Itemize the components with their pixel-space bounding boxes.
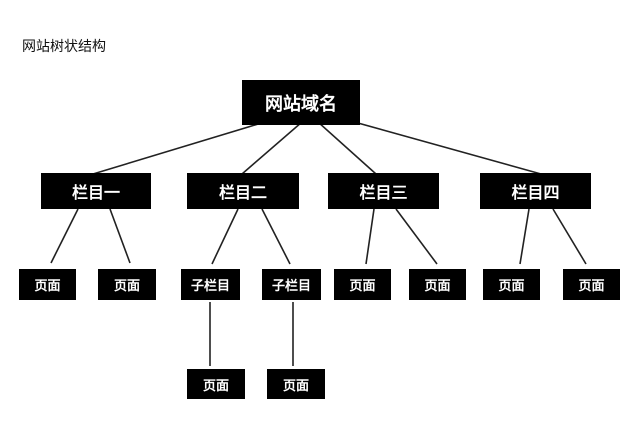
column-node-2: 栏目二 bbox=[187, 173, 299, 209]
page-node-col1-a: 页面 bbox=[19, 269, 76, 300]
column-node-1: 栏目一 bbox=[41, 173, 151, 209]
connector-col4-page1 bbox=[519, 208, 530, 265]
connector-col3-page1 bbox=[365, 208, 375, 265]
column-node-3: 栏目三 bbox=[328, 173, 439, 209]
connector-root-col1 bbox=[92, 117, 279, 175]
connector-col1-page2 bbox=[109, 208, 131, 264]
page-node-sub1: 页面 bbox=[187, 369, 245, 399]
connector-root-col2 bbox=[241, 121, 303, 175]
connector-root-col4 bbox=[339, 117, 542, 175]
connector-col2-sub1 bbox=[211, 208, 239, 265]
page-node-col3-a: 页面 bbox=[334, 269, 391, 300]
connector-root-col3 bbox=[317, 121, 377, 175]
page-node-col4-a: 页面 bbox=[483, 269, 540, 300]
page-node-col3-b: 页面 bbox=[409, 269, 466, 300]
subcolumn-node-2: 子栏目 bbox=[262, 269, 321, 300]
connector-col2-sub2 bbox=[261, 208, 291, 265]
diagram-title: 网站树状结构 bbox=[22, 39, 106, 55]
connector-col1-page1 bbox=[50, 208, 79, 264]
connector-col3-page2 bbox=[395, 208, 438, 265]
root-node: 网站域名 bbox=[242, 80, 360, 125]
column-node-4: 栏目四 bbox=[480, 173, 591, 209]
page-node-sub2: 页面 bbox=[267, 369, 325, 399]
connector-col4-page2 bbox=[552, 208, 587, 265]
page-node-col1-b: 页面 bbox=[98, 269, 156, 300]
subcolumn-node-1: 子栏目 bbox=[181, 269, 240, 300]
page-node-col4-b: 页面 bbox=[563, 269, 620, 300]
